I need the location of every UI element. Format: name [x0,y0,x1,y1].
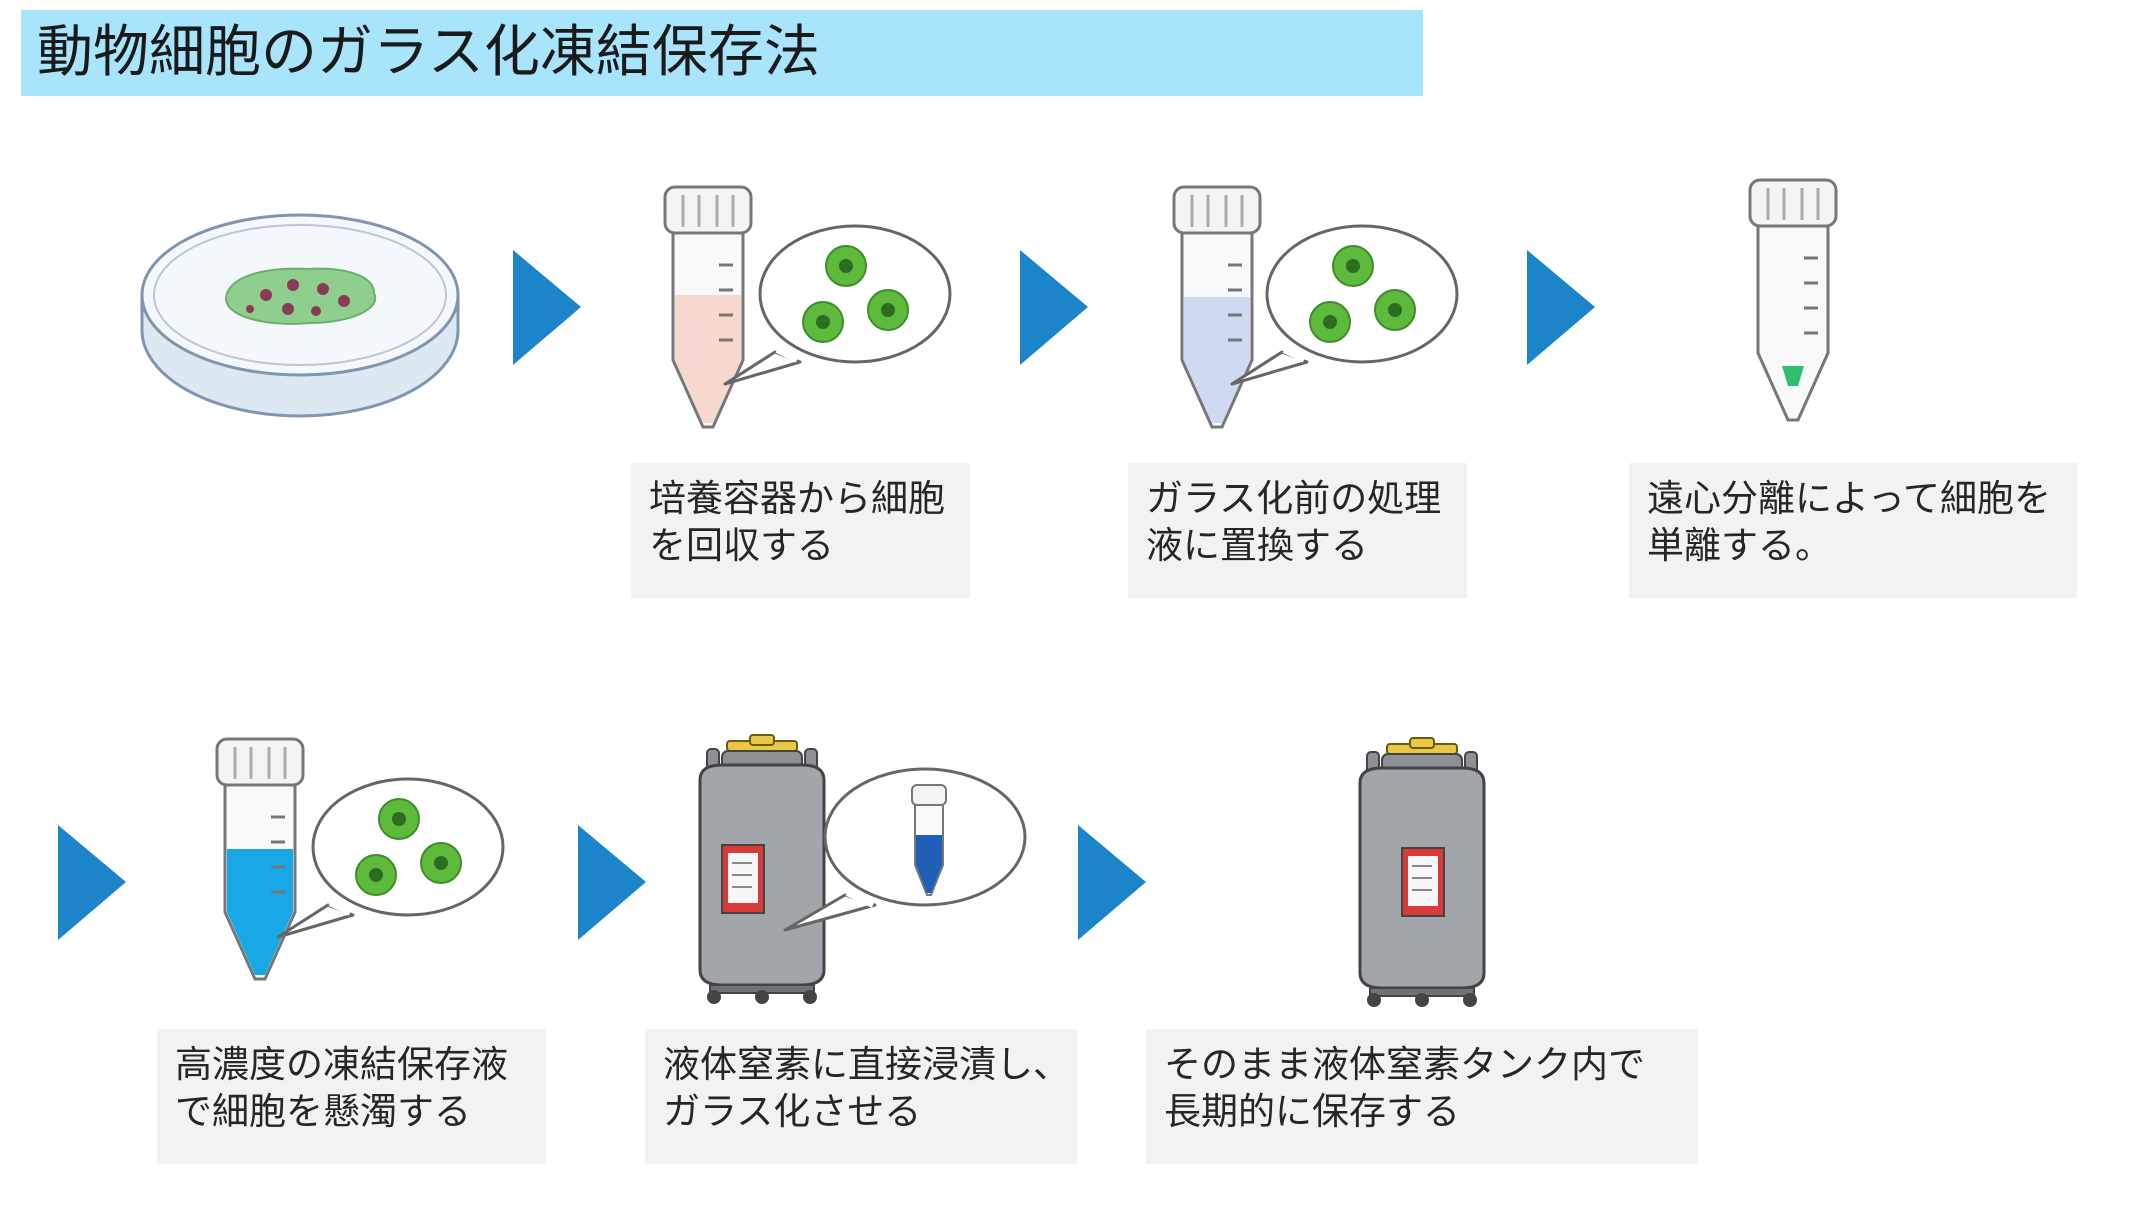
step-caption-suspend: 高濃度の凍結保存液 で細胞を懸濁する [157,1029,546,1164]
step-caption-text: ガラス化前の処理 液に置換する [1146,477,1442,567]
centrifuge-tube-icon [215,737,305,987]
centrifuge-tube-icon [1748,178,1838,428]
petri-dish-icon [138,205,463,418]
nitrogen-bubble-icon [765,765,1035,945]
cell-bubble-icon [705,222,955,402]
small-tube-icon [911,784,947,896]
centrifuge-tube-icon [1172,185,1262,435]
arrow-right-icon [578,825,646,940]
centrifuge-tube-icon [663,185,753,435]
step-caption-text: 培養容器から細胞 を回収する [649,477,945,567]
arrow-right-icon [1020,250,1088,365]
arrow-right-icon [58,825,126,940]
title-banner: 動物細胞のガラス化凍結保存法 [21,10,1423,96]
step-caption-replace: ガラス化前の処理 液に置換する [1128,463,1467,598]
step-caption-collect: 培養容器から細胞 を回収する [631,463,970,598]
step-caption-text: そのまま液体窒素タンク内で 長期的に保存する [1164,1043,1645,1133]
liquid-nitrogen-tank-icon [1352,737,1492,1008]
arrow-right-icon [1078,825,1146,940]
arrow-right-icon [1527,250,1595,365]
page-title: 動物細胞のガラス化凍結保存法 [37,20,820,85]
step-caption-vitrify: 液体窒素に直接浸漬し、 ガラス化させる [645,1029,1077,1164]
arrow-right-icon [513,250,581,365]
cell-bubble-icon [1212,222,1462,402]
step-caption-text: 液体窒素に直接浸漬し、 ガラス化させる [663,1043,1070,1133]
step-caption-centrifuge: 遠心分離によって細胞を 単離する。 [1629,463,2077,598]
step-caption-text: 高濃度の凍結保存液 で細胞を懸濁する [175,1043,508,1133]
cell-bubble-icon [258,775,508,955]
liquid-nitrogen-tank-icon [692,734,832,1005]
step-caption-text: 遠心分離によって細胞を 単離する。 [1647,477,2052,567]
step-caption-store: そのまま液体窒素タンク内で 長期的に保存する [1146,1029,1698,1164]
